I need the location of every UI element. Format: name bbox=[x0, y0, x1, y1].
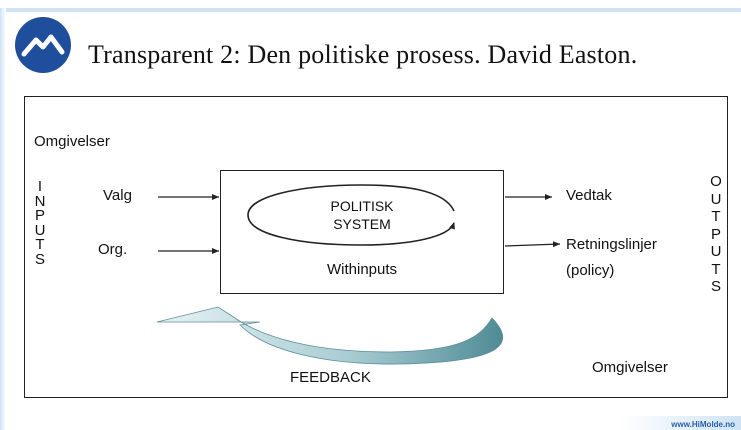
slide-top-border bbox=[0, 8, 741, 12]
inputs-letter: P bbox=[34, 207, 45, 224]
footer-url[interactable]: www.HiMolde.no bbox=[671, 420, 735, 429]
footer-tab bbox=[621, 416, 741, 430]
outputs-letter: P bbox=[710, 225, 721, 243]
slide-title: Transparent 2: Den politiske prosess. Da… bbox=[88, 40, 638, 69]
inputs-letter: I bbox=[37, 178, 43, 195]
inputs-vertical-label: I N P U T S bbox=[33, 178, 47, 268]
inputs-letter: S bbox=[34, 250, 45, 268]
system-label-line2: SYSTEM bbox=[333, 216, 391, 232]
diagram-frame bbox=[24, 96, 728, 398]
system-label-line1: POLITISK bbox=[330, 198, 394, 214]
inputs-letter: T bbox=[35, 236, 45, 253]
outputs-letter: T bbox=[711, 208, 721, 225]
environment-label-top: Omgivelser bbox=[34, 133, 110, 150]
output-label-retningslinjer: Retningslinjer bbox=[566, 236, 657, 253]
input-label-org: Org. bbox=[98, 241, 128, 258]
outputs-vertical-label: O U T P U T S bbox=[709, 173, 723, 296]
feedback-label: FEEDBACK bbox=[290, 369, 371, 386]
mountain-logo-icon bbox=[15, 17, 71, 73]
outputs-letter: U bbox=[710, 190, 722, 208]
withinputs-label: Withinputs bbox=[326, 261, 398, 278]
outputs-letter: O bbox=[710, 173, 722, 190]
output-arrow-retningslinjer bbox=[504, 241, 561, 248]
output-label-policy: (policy) bbox=[566, 262, 615, 279]
outputs-letter: T bbox=[711, 260, 721, 278]
inputs-letter: N bbox=[34, 192, 46, 210]
outputs-letter: U bbox=[710, 243, 722, 260]
slide-left-border bbox=[0, 8, 6, 430]
environment-label-bottom: Omgivelser bbox=[592, 359, 668, 376]
political-system-box: POLITISK SYSTEM Withinputs bbox=[220, 170, 504, 294]
input-label-valg: Valg bbox=[103, 187, 132, 204]
outputs-letter: S bbox=[710, 278, 721, 295]
circular-arrow bbox=[247, 184, 455, 246]
feedback-arrow bbox=[156, 306, 503, 365]
output-label-vedtak: Vedtak bbox=[566, 187, 612, 204]
inputs-letter: U bbox=[34, 221, 46, 239]
